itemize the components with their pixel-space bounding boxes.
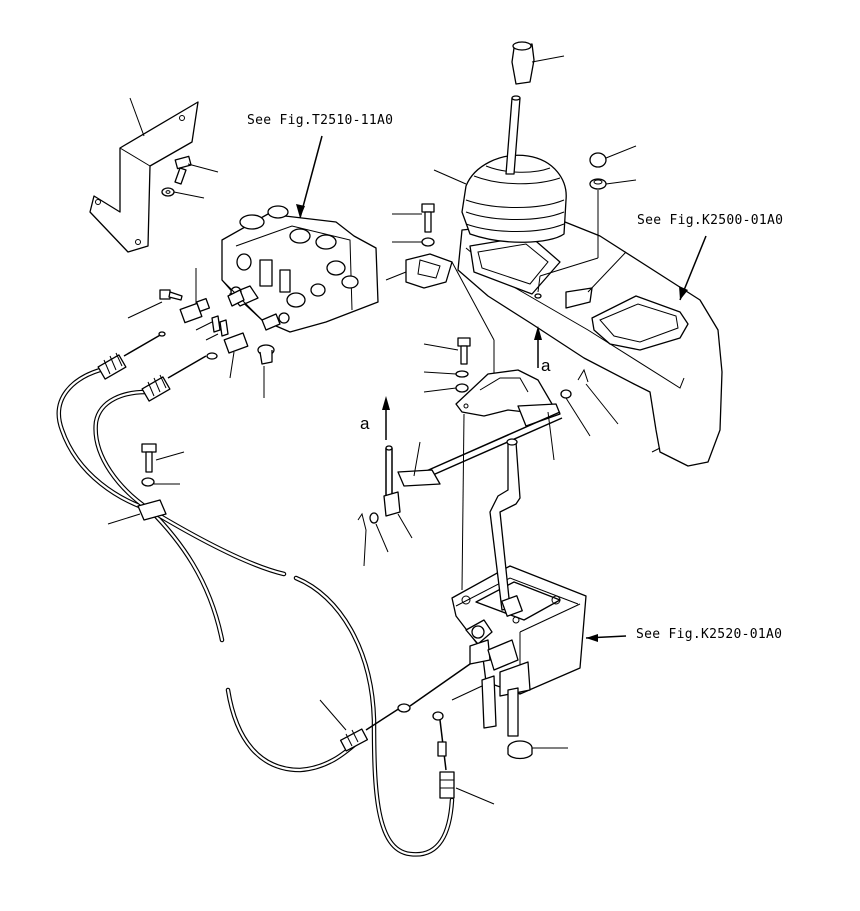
marker-pin: [384, 446, 400, 516]
console-clip: [386, 254, 494, 378]
link-rod: [398, 412, 562, 486]
marker-a-top: a: [541, 356, 551, 375]
bracket-bolt: [175, 156, 218, 184]
small-pins: [196, 316, 228, 340]
mid-washer-2: [424, 384, 468, 392]
cable-end-box-a: [320, 664, 470, 751]
control-cable-inner: [96, 392, 452, 854]
control-valve: [222, 206, 378, 332]
cable-joint-lower: [224, 333, 248, 378]
right-console: [458, 220, 722, 466]
mounting-bracket: [90, 102, 198, 252]
cable-end-box-b: [433, 712, 494, 804]
mid-washer-1: [424, 371, 468, 377]
valve-reference-label: See Fig.T2510-11A0: [247, 113, 394, 128]
spool-clevis: [228, 290, 280, 330]
cable-joint-upper: [180, 268, 209, 323]
joint-pin: [258, 345, 274, 398]
clamp-bolt: [142, 444, 184, 472]
small-hardware-left: [358, 513, 412, 566]
lever-box: [452, 566, 586, 736]
control-cable-outer: [59, 370, 360, 770]
marker-a-left: a: [360, 414, 370, 433]
plate-bolt-top: [392, 204, 434, 232]
lever-boot: [462, 155, 566, 242]
lever-rod: [506, 96, 520, 174]
bracket-washer: [162, 188, 204, 198]
mounting-plate: [456, 370, 560, 590]
cable-clamp: [108, 500, 166, 524]
box-lever-rod: [490, 439, 522, 616]
lever-box-reference-label: See Fig.K2520-01A0: [636, 627, 783, 642]
plate-washer-top: [392, 238, 434, 246]
joint-bolt: [128, 290, 182, 318]
box-grommet: [508, 741, 568, 759]
cap: [590, 146, 636, 167]
cable-end-upper: [98, 332, 165, 379]
mid-bolt: [424, 338, 470, 364]
pin-right: [561, 370, 618, 436]
console-reference-label: See Fig.K2500-01A0: [637, 213, 784, 228]
cable-end-lower: [142, 353, 217, 401]
clamp-washer: [142, 478, 180, 486]
grommet: [535, 179, 636, 298]
lever-knob: [512, 42, 564, 84]
